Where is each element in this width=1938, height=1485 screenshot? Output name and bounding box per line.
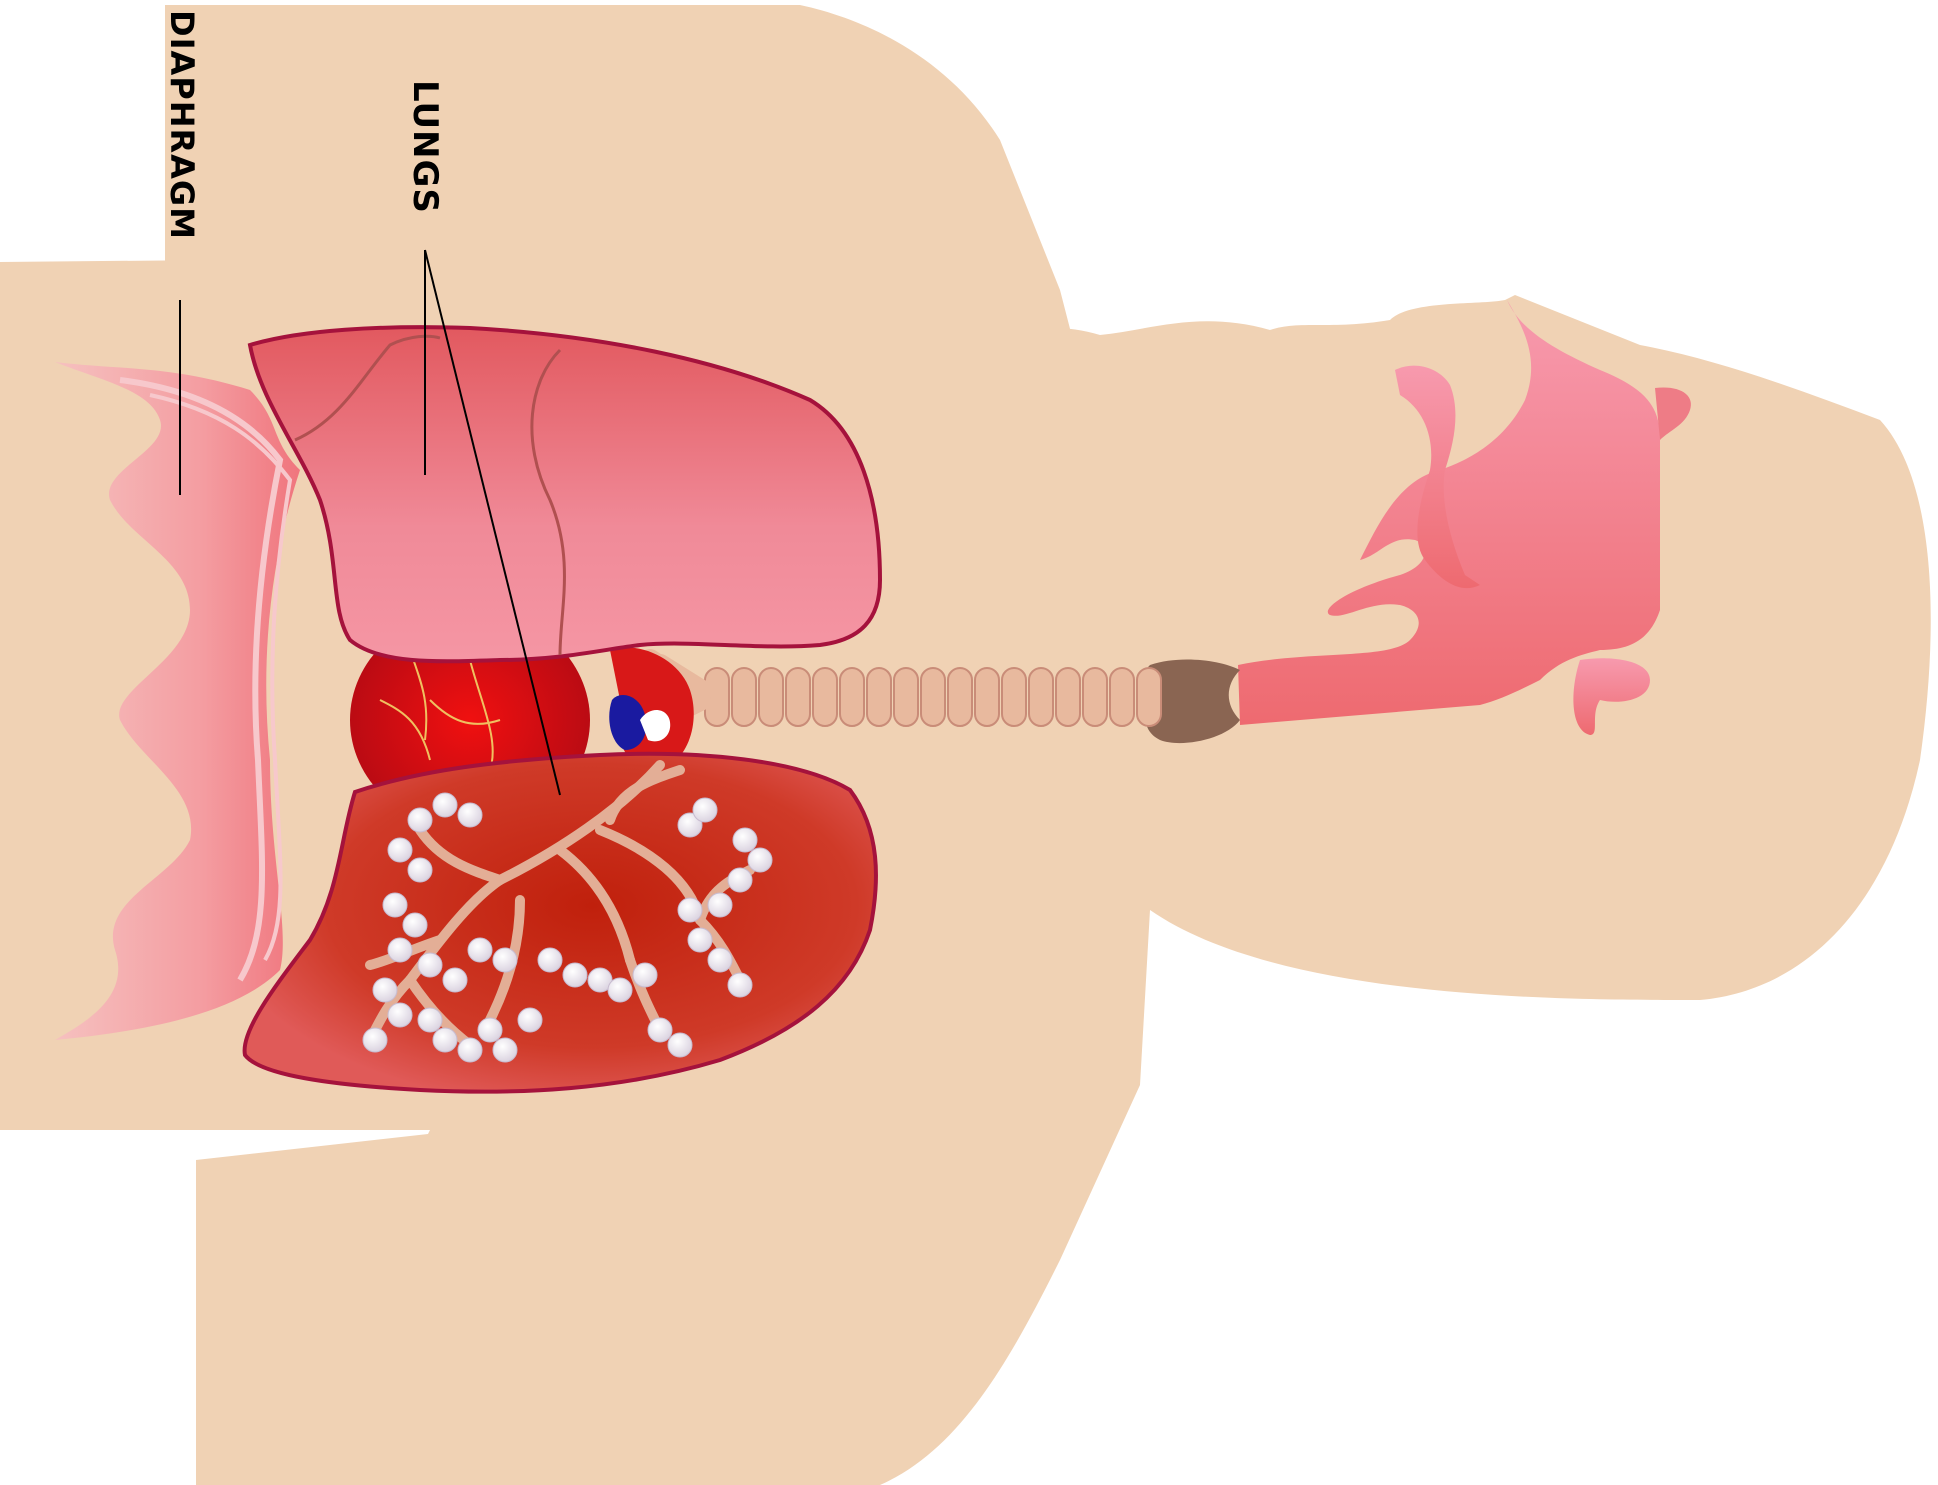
alveolus [728, 868, 752, 892]
lungs-label: LUNGS [408, 80, 442, 214]
trachea-ring [1137, 668, 1161, 726]
alveolus [633, 963, 657, 987]
alveolus [433, 793, 457, 817]
alveolus [708, 893, 732, 917]
trachea-ring [921, 668, 945, 726]
alveolus [728, 973, 752, 997]
trachea-ring [948, 668, 972, 726]
alveolus [688, 928, 712, 952]
alveolus [373, 978, 397, 1002]
alveolus [403, 913, 427, 937]
alveolus [668, 1033, 692, 1057]
diaphragm-label: DIAPHRAGM [166, 10, 198, 240]
alveolus [443, 968, 467, 992]
trachea-ring [840, 668, 864, 726]
trachea-ring [894, 668, 918, 726]
alveolus [733, 828, 757, 852]
alveolus [493, 1038, 517, 1062]
trachea-ring [867, 668, 891, 726]
alveolus [388, 838, 412, 862]
trachea-ring [1110, 668, 1134, 726]
alveolus [518, 1008, 542, 1032]
alveolus [408, 808, 432, 832]
alveolus [418, 953, 442, 977]
trachea-ring [813, 668, 837, 726]
alveolus [418, 1008, 442, 1032]
trachea-ring [759, 668, 783, 726]
alveolus [693, 798, 717, 822]
trachea-ring [1002, 668, 1026, 726]
trachea-ring [1083, 668, 1107, 726]
alveolus [468, 938, 492, 962]
alveolus [458, 1038, 482, 1062]
alveolus [458, 803, 482, 827]
alveolus [493, 948, 517, 972]
trachea-ring [1056, 668, 1080, 726]
alveolus [383, 893, 407, 917]
alveolus [608, 978, 632, 1002]
alveolus [388, 938, 412, 962]
alveolus [678, 898, 702, 922]
body-silhouette [0, 5, 1931, 1485]
alveolus [388, 1003, 412, 1027]
trachea-ring [786, 668, 810, 726]
alveolus [708, 948, 732, 972]
alveolus [748, 848, 772, 872]
trachea-ring [1029, 668, 1053, 726]
alveolus [563, 963, 587, 987]
alveolus [538, 948, 562, 972]
trachea-ring [732, 668, 756, 726]
alveolus [408, 858, 432, 882]
alveolus [363, 1028, 387, 1052]
trachea-ring [975, 668, 999, 726]
alveolus [478, 1018, 502, 1042]
alveolus [433, 1028, 457, 1052]
alveolus [648, 1018, 672, 1042]
